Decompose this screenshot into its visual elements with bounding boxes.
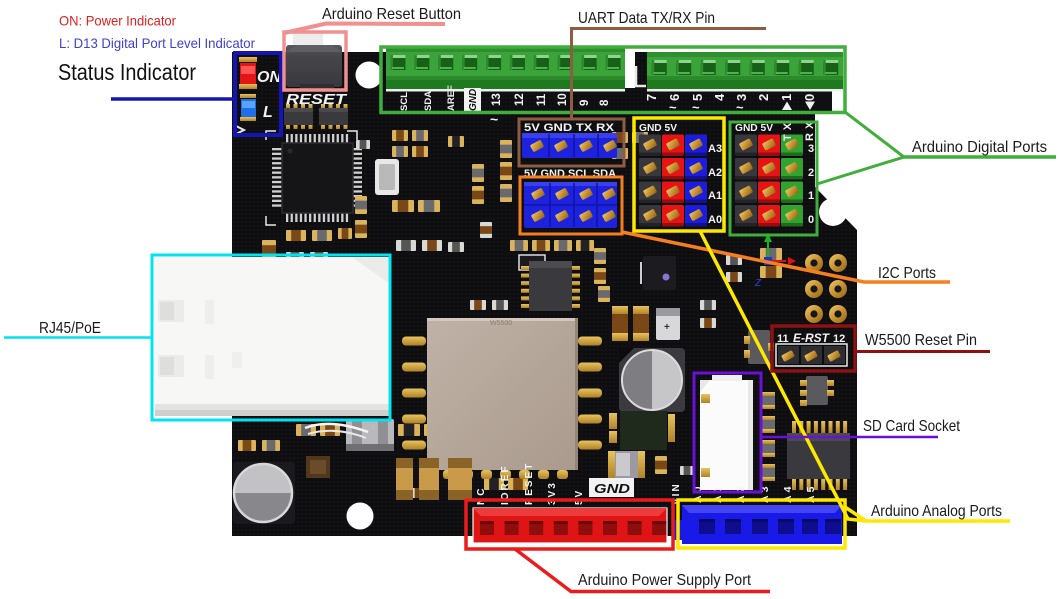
- svg-text:GND: GND: [594, 481, 631, 496]
- svg-text:GND 5V: GND 5V: [639, 122, 677, 134]
- svg-text:VIN: VIN: [671, 482, 682, 505]
- svg-text:Arduino Analog Ports: Arduino Analog Ports: [871, 503, 1002, 520]
- svg-text:SD Card Socket: SD Card Socket: [863, 418, 960, 435]
- svg-text:4: 4: [712, 93, 727, 101]
- svg-text:11: 11: [777, 333, 789, 345]
- svg-text:AREF: AREF: [446, 85, 457, 111]
- svg-text:A4: A4: [782, 484, 794, 503]
- svg-text:L: D13 Digital Port Level Indi: L: D13 Digital Port Level Indicator: [59, 35, 255, 51]
- svg-text:Arduino Reset Button: Arduino Reset Button: [322, 6, 461, 23]
- svg-text:IOREF: IOREF: [500, 464, 511, 505]
- svg-text:Arduino Digital Ports: Arduino Digital Ports: [912, 139, 1047, 156]
- svg-text:Z: Z: [754, 278, 762, 289]
- svg-text:Status Indicator: Status Indicator: [58, 59, 196, 85]
- svg-text:W5500 Reset Pin: W5500 Reset Pin: [865, 332, 977, 349]
- svg-text:E-RST: E-RST: [793, 333, 830, 345]
- svg-text:A5: A5: [805, 484, 817, 503]
- svg-text:I2C Ports: I2C Ports: [878, 265, 936, 282]
- svg-text:10: 10: [557, 93, 569, 106]
- svg-text:0: 0: [802, 94, 817, 101]
- svg-text:GND 5V: GND 5V: [735, 122, 773, 134]
- svg-text:1: 1: [779, 94, 794, 101]
- svg-text:ON: ON: [257, 69, 281, 86]
- svg-text:3: 3: [734, 94, 749, 101]
- svg-text:5: 5: [690, 94, 705, 101]
- svg-text:NC: NC: [476, 487, 487, 505]
- svg-text:5V GND TX RX: 5V GND TX RX: [524, 122, 615, 134]
- svg-text:~: ~: [736, 100, 744, 115]
- svg-text:A2: A2: [708, 167, 722, 179]
- svg-text:11: 11: [536, 93, 548, 106]
- svg-text:RESET: RESET: [286, 91, 348, 108]
- svg-text:SCL: SCL: [399, 92, 410, 111]
- svg-text:ON: Power Indicator: ON: Power Indicator: [59, 13, 176, 29]
- svg-text:0: 0: [808, 214, 814, 226]
- svg-text:3V3: 3V3: [547, 481, 558, 505]
- svg-text:W5500: W5500: [490, 320, 512, 327]
- svg-text:+: +: [664, 322, 670, 333]
- svg-text:8: 8: [599, 99, 611, 106]
- svg-text:TX: TX: [782, 119, 794, 141]
- svg-text:13: 13: [491, 93, 503, 106]
- svg-text:L: L: [263, 104, 273, 121]
- svg-text:~: ~: [669, 100, 677, 115]
- svg-text:RESET: RESET: [524, 462, 535, 505]
- svg-text:6: 6: [667, 94, 682, 101]
- svg-text:RJ45/PoE: RJ45/PoE: [39, 320, 101, 337]
- svg-text:RX: RX: [804, 118, 816, 141]
- svg-text:1: 1: [808, 190, 814, 202]
- svg-text:A0: A0: [708, 214, 722, 226]
- svg-text:Arduino Power Supply Port: Arduino Power Supply Port: [578, 572, 751, 589]
- svg-text:2: 2: [808, 167, 814, 179]
- svg-text:A1: A1: [708, 190, 722, 202]
- svg-text:2: 2: [756, 94, 771, 101]
- svg-text:7: 7: [644, 94, 659, 101]
- svg-text:9: 9: [579, 100, 591, 106]
- svg-text:12: 12: [833, 333, 845, 345]
- svg-text:5V: 5V: [574, 489, 585, 505]
- svg-text:SDA: SDA: [423, 91, 434, 111]
- svg-text:~: ~: [692, 100, 700, 115]
- svg-text:UART Data TX/RX Pin: UART Data TX/RX Pin: [578, 10, 715, 27]
- svg-text:GND: GND: [468, 89, 479, 111]
- svg-text:12: 12: [514, 93, 526, 106]
- svg-text:~: ~: [490, 111, 498, 127]
- svg-text:A3: A3: [708, 143, 722, 155]
